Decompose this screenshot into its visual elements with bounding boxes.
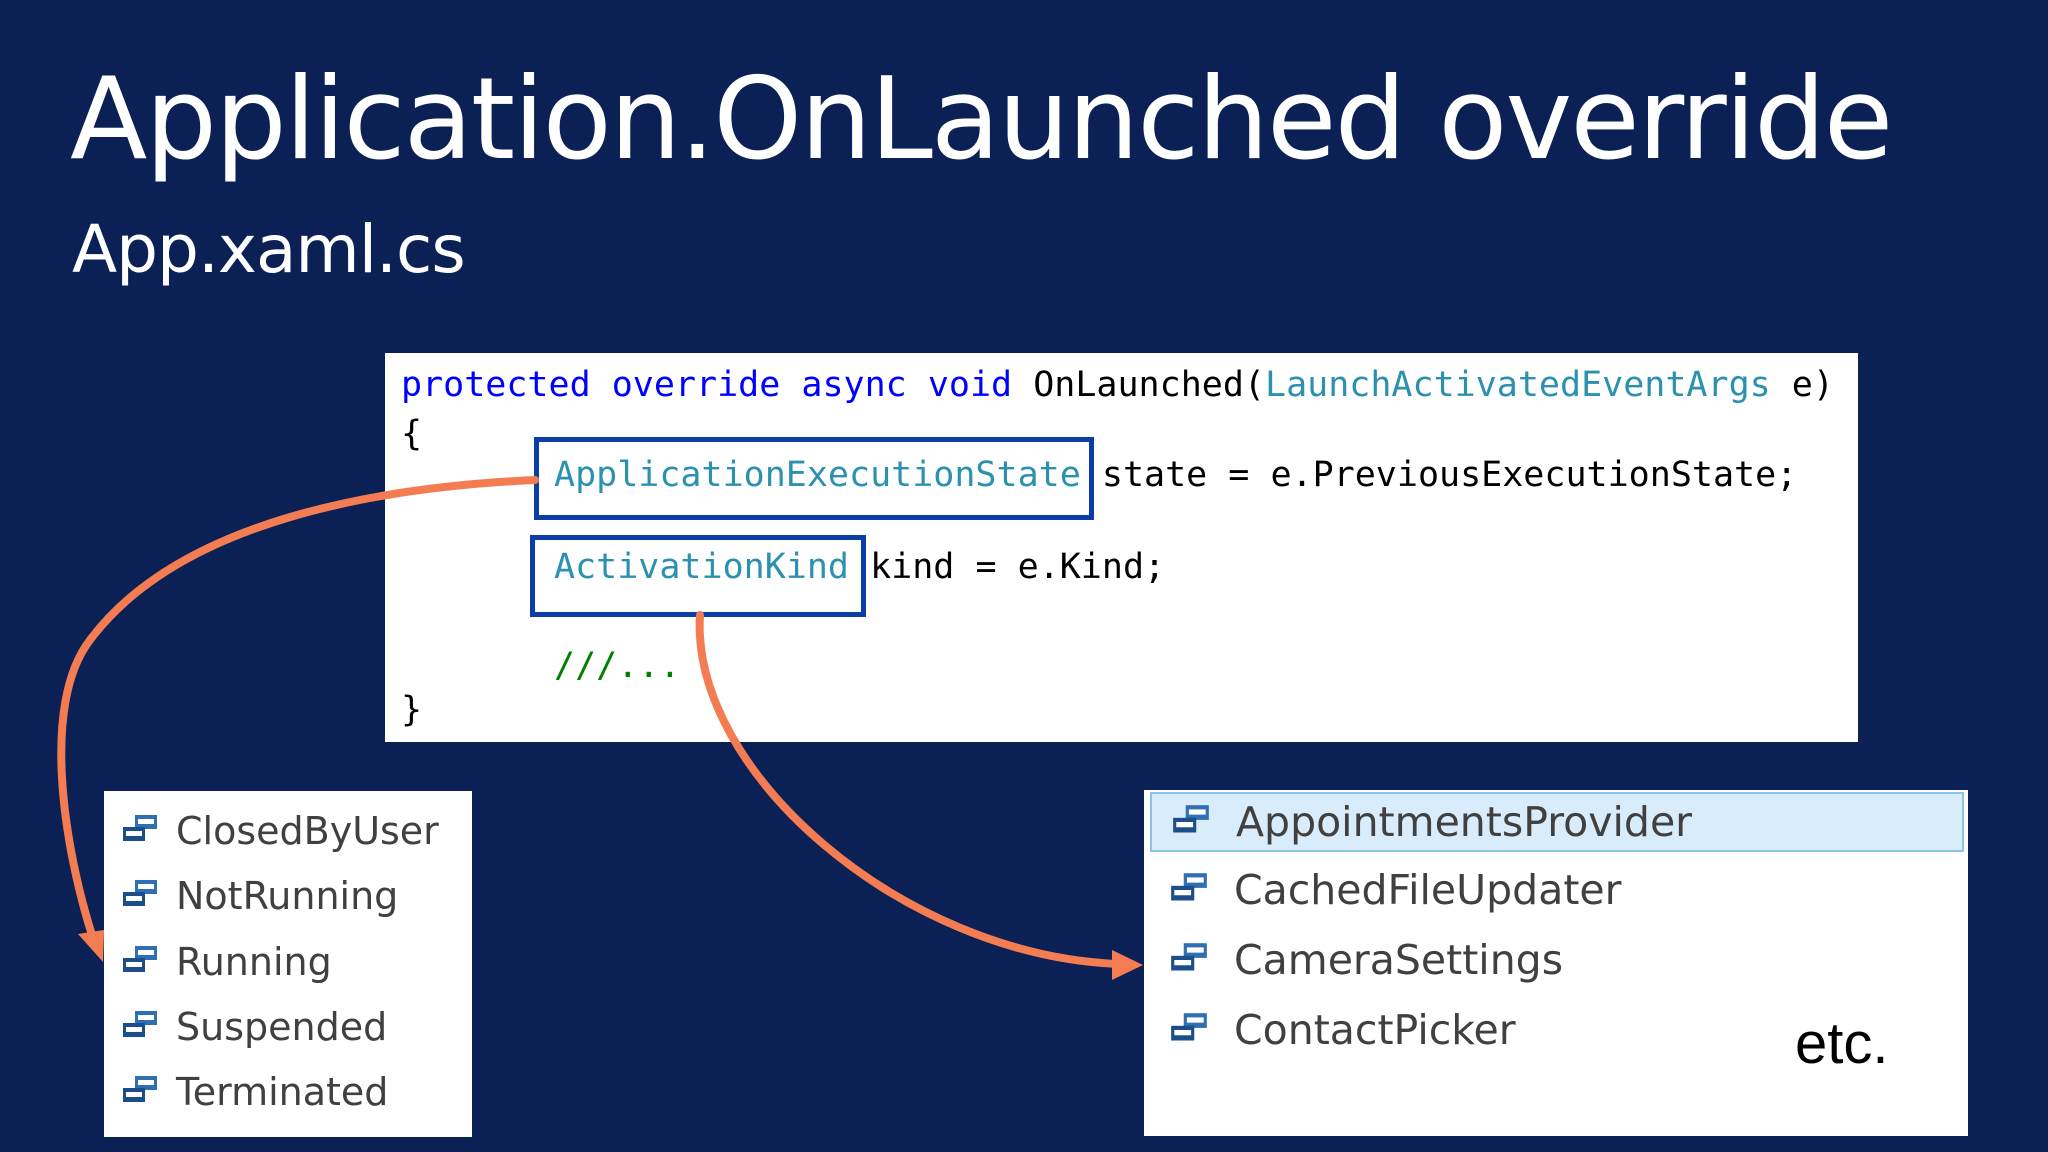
enum-member-icon [1171,873,1207,901]
arrow-execution-state [57,476,539,962]
slide-subtitle: App.xaml.cs [72,211,466,288]
activation-kind-list: AppointmentsProvider CachedFileUpdater C… [1144,790,1968,1136]
list-item-terminated[interactable]: Terminated [120,1067,388,1117]
list-item-label: Suspended [176,1005,388,1049]
code-line2-rest: state = e.PreviousExecutionState; [1101,455,1798,495]
code-open-brace: { [401,414,423,454]
enum-member-icon [123,1076,157,1102]
list-item-label: Terminated [176,1070,389,1114]
keyword-async: async [801,365,907,405]
etc-label: etc. [1795,1011,1889,1076]
enum-member-icon [123,946,157,972]
method-name: OnLaunched( [1033,365,1265,405]
code-line-comment: ///... [554,649,680,684]
list-item-appointments-provider[interactable]: AppointmentsProvider [1150,792,1964,852]
enum-member-icon [123,1011,157,1037]
list-item-label: AppointmentsProvider [1236,798,1693,846]
code-line-signature: protected override async void OnLaunched… [401,368,1834,403]
enum-member-icon [1171,1013,1207,1041]
param-type: LaunchActivatedEventArgs [1265,365,1771,405]
enum-member-icon [1173,805,1209,833]
list-item-cached-file-updater[interactable]: CachedFileUpdater [1168,862,1621,918]
type-activation-kind: ActivationKind [554,547,850,587]
list-item-label: NotRunning [176,874,399,918]
list-item-not-running[interactable]: NotRunning [120,871,398,921]
list-item-contact-picker[interactable]: ContactPicker [1168,1002,1516,1058]
list-item-label: Running [176,940,332,984]
code-line-activation-kind: ActivationKind kind = e.Kind; [554,550,1165,585]
execution-state-list: ClosedByUser NotRunning Running Suspende… [104,791,472,1137]
code-line3-rest: kind = e.Kind; [870,547,1166,587]
enum-member-icon [123,880,157,906]
list-item-camera-settings[interactable]: CameraSettings [1168,932,1563,988]
list-item-label: CachedFileUpdater [1234,866,1622,914]
list-item-closed-by-user[interactable]: ClosedByUser [120,806,439,856]
code-line-execution-state: ApplicationExecutionState state = e.Prev… [554,458,1797,493]
arrow-activation-kind [695,611,1143,980]
param-rest: e) [1770,365,1834,405]
list-item-label: ClosedByUser [176,809,439,853]
keyword-override: override [611,365,781,405]
code-close-brace: } [401,690,423,730]
code-panel: protected override async void OnLaunched… [385,353,1858,742]
code-comment: ///... [554,646,681,686]
list-item-label: CameraSettings [1234,936,1564,984]
list-item-running[interactable]: Running [120,937,332,987]
enum-member-icon [123,815,157,841]
slide-title: Application.OnLaunched override [70,53,1893,185]
enum-member-icon [1171,943,1207,971]
type-application-execution-state: ApplicationExecutionState [554,455,1081,495]
list-item-suspended[interactable]: Suspended [120,1002,387,1052]
keyword-void: void [927,365,1013,405]
list-item-label: ContactPicker [1234,1006,1516,1054]
keyword-protected: protected [401,365,591,405]
